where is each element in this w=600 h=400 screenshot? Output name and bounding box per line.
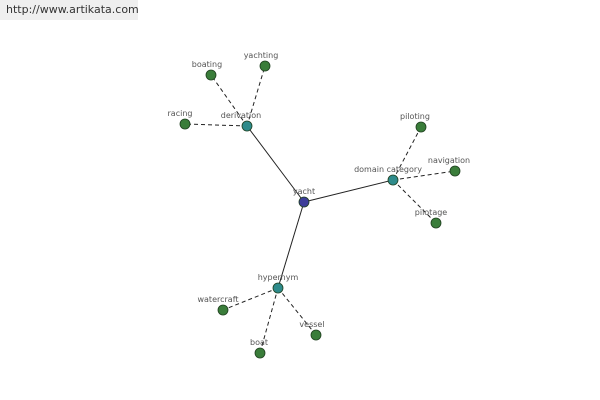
edge-hypernym-boat — [259, 287, 279, 354]
node-piloting[interactable] — [415, 121, 427, 133]
edge-derivation-racing — [184, 123, 248, 127]
node-domain-category[interactable] — [387, 174, 399, 186]
label-boat[interactable]: boat — [250, 338, 268, 347]
edge-domain-category-pilotage — [392, 179, 437, 224]
site-url[interactable]: http://www.artikata.com — [6, 3, 139, 16]
node-racing[interactable] — [179, 118, 191, 130]
node-yacht[interactable] — [298, 196, 310, 208]
node-watercraft[interactable] — [217, 304, 229, 316]
edge-hypernym-watercraft — [222, 287, 279, 311]
node-layer — [179, 60, 461, 359]
label-piloting[interactable]: piloting — [400, 112, 430, 121]
node-yachting[interactable] — [259, 60, 271, 72]
node-vessel[interactable] — [310, 329, 322, 341]
node-boating[interactable] — [205, 69, 217, 81]
edge-layer — [184, 65, 456, 354]
edge-domain-category-navigation — [392, 170, 456, 181]
edge-yacht-derivation — [246, 125, 305, 203]
edge-derivation-boating — [210, 74, 248, 127]
node-derivation[interactable] — [241, 120, 253, 132]
label-derivation[interactable]: derivation — [221, 111, 261, 120]
edge-yacht-hypernym — [277, 201, 305, 289]
edge-derivation-yachting — [246, 65, 266, 127]
label-watercraft[interactable]: watercraft — [197, 295, 238, 304]
label-domain-category[interactable]: domain category — [354, 165, 422, 174]
label-vessel[interactable]: vessel — [299, 320, 324, 329]
edge-yacht-domain-category — [303, 179, 394, 203]
label-racing[interactable]: racing — [168, 109, 193, 118]
edge-hypernym-vessel — [277, 287, 317, 336]
node-boat[interactable] — [254, 347, 266, 359]
label-hypernym[interactable]: hypernym — [258, 273, 299, 282]
label-layer: yacht derivation domain category hypernym bo… — [168, 51, 471, 347]
node-navigation[interactable] — [449, 165, 461, 177]
node-pilotage[interactable] — [430, 217, 442, 229]
url-bar: http://www.artikata.com — [0, 0, 139, 20]
label-yacht[interactable]: yacht — [293, 187, 315, 196]
edge-domain-category-piloting — [392, 126, 422, 181]
label-pilotage[interactable]: pilotage — [415, 208, 448, 217]
label-navigation[interactable]: navigation — [428, 156, 470, 165]
label-yachting[interactable]: yachting — [244, 51, 279, 60]
node-hypernym[interactable] — [272, 282, 284, 294]
label-boating[interactable]: boating — [192, 60, 222, 69]
